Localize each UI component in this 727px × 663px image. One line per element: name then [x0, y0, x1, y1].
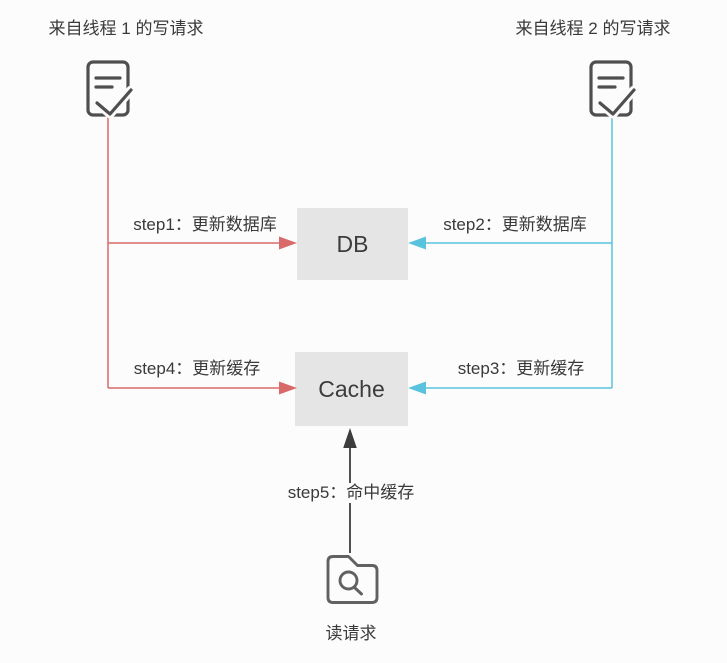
document-check-icon [86, 60, 136, 119]
step5-label: step5：命中缓存 [284, 483, 418, 503]
db-node-label: DB [336, 230, 369, 257]
step2-arrowhead [408, 236, 426, 250]
step5-arrowhead [343, 428, 357, 448]
cache-node-box [295, 352, 408, 426]
document-check-icon [589, 60, 639, 119]
thread1-title: 来自线程 1 的写请求 [48, 19, 204, 38]
reader-label: 读请求 [325, 624, 377, 643]
folder-search-icon [326, 555, 379, 604]
thread2-flow-lines [424, 117, 613, 389]
step3-arrowhead [408, 381, 426, 395]
db-node-box [297, 208, 408, 280]
step3-label: step3：更新缓存 [457, 359, 585, 378]
step4-arrowhead [279, 381, 297, 395]
thread1-flow-lines [107, 117, 281, 389]
cache-node-label: Cache [318, 375, 385, 402]
thread2-title: 来自线程 2 的写请求 [515, 19, 671, 38]
step1-arrowhead [279, 236, 297, 250]
step2-label: step2：更新数据库 [443, 215, 587, 234]
step1-label: step1：更新数据库 [133, 215, 277, 234]
step4-label: step4：更新缓存 [133, 359, 261, 378]
